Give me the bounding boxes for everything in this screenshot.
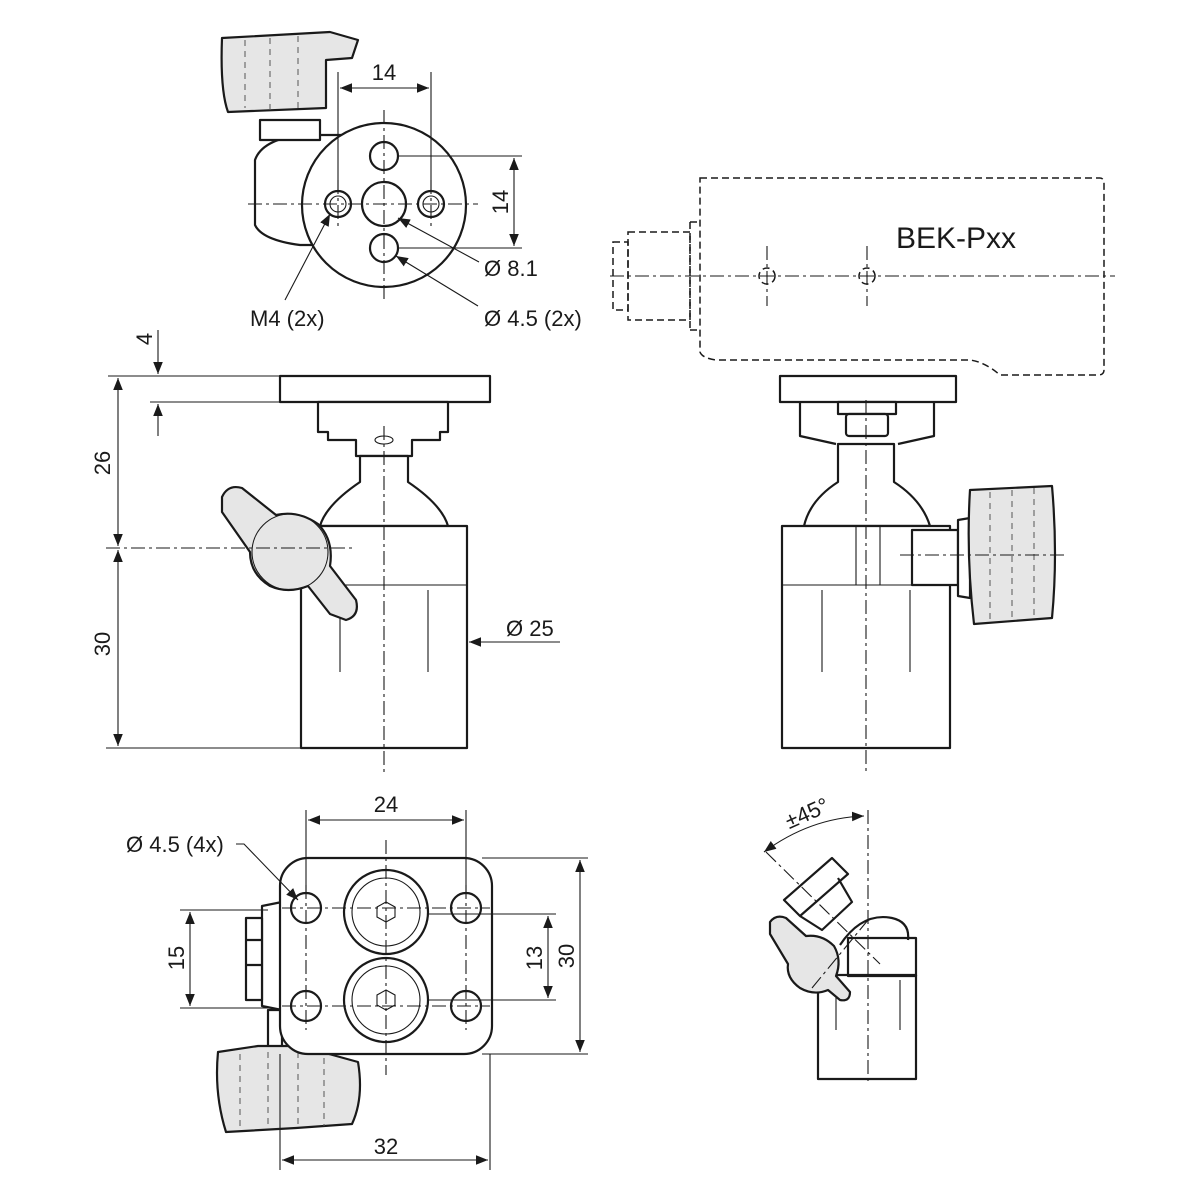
label-dim-30-bottom: 30 <box>554 944 579 968</box>
label-dim-26: 26 <box>90 451 115 475</box>
label-dia-25: Ø 25 <box>506 616 554 641</box>
label-dia-4-5-4x: Ø 4.5 (4x) <box>126 832 224 857</box>
camera-outline-bek-pxx: BEK-Pxx <box>610 177 1115 376</box>
knob-top-view <box>220 30 360 114</box>
leaders-top-view: Ø 8.1 M4 (2x) Ø 4.5 (2x) <box>250 213 582 331</box>
label-14-v: 14 <box>488 190 513 214</box>
label-dim-32: 32 <box>374 1134 398 1159</box>
dimension-14-horizontal: 14 <box>337 60 432 190</box>
label-model-name: BEK-Pxx <box>896 222 1016 255</box>
bottom-view-square-plate <box>215 840 494 1134</box>
label-dim-15: 15 <box>164 946 189 970</box>
top-view-round-plate <box>220 30 478 300</box>
label-dim-4: 4 <box>132 333 157 345</box>
tilt-view-45: ±45° <box>763 793 918 1085</box>
dimension-14-vertical: 14 <box>398 155 522 249</box>
label-dim-30-side: 30 <box>90 632 115 656</box>
dimensions-side-left: 4 26 30 Ø 25 <box>90 330 560 749</box>
label-14-h: 14 <box>372 60 396 85</box>
knob-bottom-view <box>215 1044 362 1134</box>
label-m4-2x: M4 (2x) <box>250 306 325 331</box>
wing-lever-side-view <box>220 485 358 622</box>
front-view-right <box>778 374 1068 775</box>
side-view-left <box>106 374 492 775</box>
label-dim-13: 13 <box>522 946 547 970</box>
label-dia-8-1: Ø 8.1 <box>484 256 538 281</box>
label-dia-4-5-2x: Ø 4.5 (2x) <box>484 306 582 331</box>
label-dim-24: 24 <box>374 792 398 817</box>
dimensions-bottom-left: 24 Ø 4.5 (4x) 15 13 30 32 <box>126 792 588 1170</box>
wing-lever-tilt-view <box>768 915 852 1002</box>
